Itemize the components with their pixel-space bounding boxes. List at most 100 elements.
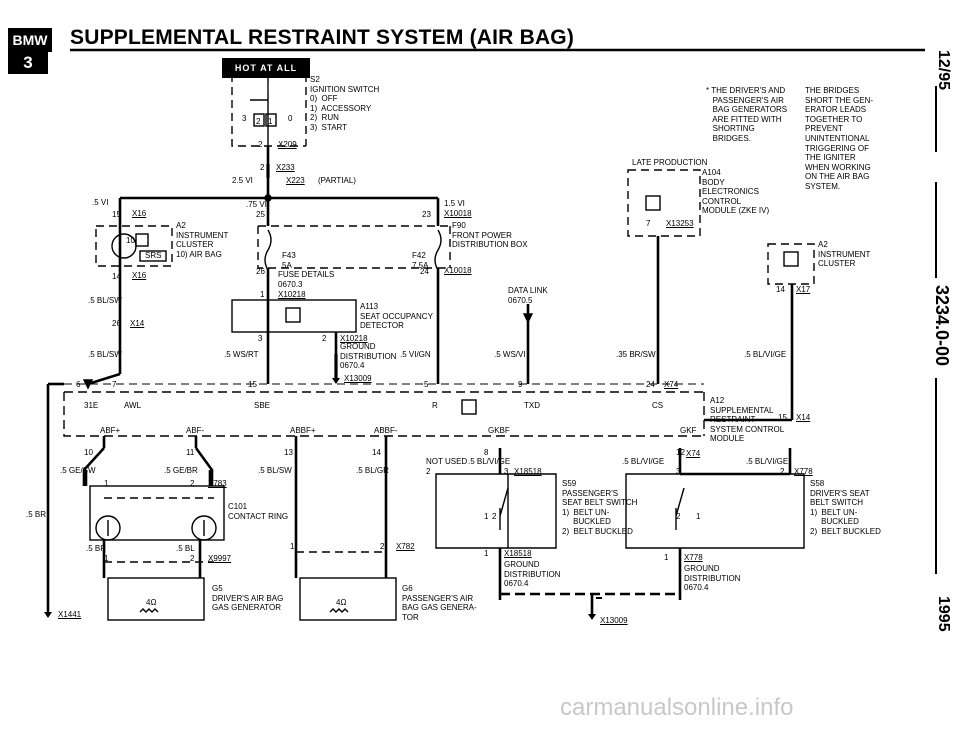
pin-number: 24 bbox=[646, 380, 655, 389]
pin-number: 11 bbox=[186, 448, 195, 457]
pin-number: 3 bbox=[676, 467, 681, 476]
connector-x14-left: X14 bbox=[130, 319, 145, 328]
pin-number: 14 bbox=[776, 285, 785, 294]
wire-5-bl: .5 BL bbox=[176, 544, 195, 553]
pin-number: 26 bbox=[256, 267, 265, 276]
pin-number: 13 bbox=[284, 448, 293, 457]
pin-number: 2 bbox=[676, 512, 681, 521]
bridges-explanation-note: THE BRIDGES SHORT THE GEN- ERATOR LEADS … bbox=[805, 86, 874, 191]
pin-awl: AWL bbox=[124, 401, 142, 410]
connector-x778-top: X778 bbox=[794, 467, 813, 476]
pin-number: 2 bbox=[780, 467, 785, 476]
pin-txd: TXD bbox=[524, 401, 540, 410]
wire-5-vi: .5 VI bbox=[92, 198, 109, 207]
watermark: carmanualsonline.info bbox=[560, 694, 794, 721]
a104-body-electronics-label: A104 BODY ELECTRONICS CONTROL MODULE (ZK… bbox=[702, 168, 770, 216]
pin-number: 10 bbox=[84, 448, 93, 457]
wire-5-br-lower: .5 BR bbox=[86, 544, 107, 553]
pin-abbf-plus: ABBF+ bbox=[290, 426, 316, 435]
wire-5-bl-gr: .5 BL/GR bbox=[356, 466, 389, 475]
connector-x16-bottom: X16 bbox=[132, 271, 147, 280]
s59-passenger-belt-switch-label: S59 PASSENGER'S SEAT BELT SWITCH 1) BELT… bbox=[562, 479, 638, 536]
late-production-label: LATE PRODUCTION bbox=[632, 158, 708, 167]
pin-sbe: SBE bbox=[254, 401, 271, 410]
pin-number: 3 bbox=[258, 334, 263, 343]
connector-x10018-top: X10018 bbox=[444, 209, 472, 218]
connector-x9997: X9997 bbox=[208, 554, 232, 563]
connector-x18518-top: X18518 bbox=[514, 467, 542, 476]
connector-x13253: X13253 bbox=[666, 219, 694, 228]
margin-date: 12/95 bbox=[935, 50, 952, 91]
wire-5-vi-gn: .5 VI/GN bbox=[400, 350, 431, 359]
wire-5-bl-sw-upper: .5 BL/SW bbox=[88, 296, 122, 305]
wire-5-bl-vi-ge-top: .5 BL/VI/GE bbox=[744, 350, 787, 359]
pin-number: 5 bbox=[424, 380, 429, 389]
wire-5-ws-rt: .5 WS/RT bbox=[224, 350, 259, 359]
pin-number: 2 bbox=[190, 479, 195, 488]
bmw-logo-text: BMW bbox=[8, 28, 52, 52]
pin-number: 2 bbox=[380, 542, 385, 551]
wire-5-bl-vi-ge-s58: .5 BL/VI/GE bbox=[622, 457, 665, 466]
ground-distribution-s58-label: GROUND DISTRIBUTION 0670.4 bbox=[684, 564, 741, 593]
wire-75-vi: .75 VI bbox=[246, 200, 267, 209]
pin-number: 7 bbox=[646, 219, 651, 228]
pin-number: 23 bbox=[422, 210, 431, 219]
c101-contact-ring-label: C101 CONTACT RING bbox=[228, 502, 289, 521]
pin-number: 12 bbox=[676, 448, 685, 457]
s2-ignition-switch-label: S2 IGNITION SWITCH 0) OFF 1) ACCESSORY 2… bbox=[310, 75, 380, 132]
wire-5-ws-vi: .5 WS/VI bbox=[494, 350, 526, 359]
connector-x783: X783 bbox=[208, 479, 227, 488]
connector-x209: X209 bbox=[278, 140, 297, 149]
wire-5-bl-sw-g6: .5 BL/SW bbox=[258, 466, 292, 475]
pin-cs: CS bbox=[652, 401, 664, 410]
connector-x74-bottom: X74 bbox=[686, 449, 701, 458]
pin-abbf-minus: ABBF- bbox=[374, 426, 398, 435]
wire-1-5-vi: 1.5 VI bbox=[444, 199, 465, 208]
fuse-details-label: FUSE DETAILS 0670.3 bbox=[278, 270, 335, 289]
switch-position-2: 2 bbox=[256, 117, 261, 126]
connector-x16-top: X16 bbox=[132, 209, 147, 218]
connector-x10218-top: X10218 bbox=[278, 290, 306, 299]
pin-number: 6 bbox=[76, 380, 81, 389]
a2-instrument-cluster-label: A2 INSTRUMENT CLUSTER 10) AIR BAG bbox=[176, 221, 229, 259]
pin-number: 7 bbox=[112, 380, 117, 389]
series-badge: 3 bbox=[8, 52, 48, 74]
pin-abf-minus: ABF- bbox=[186, 426, 205, 435]
f90-power-distribution-label: F90 FRONT POWER DISTRIBUTION BOX bbox=[452, 221, 528, 250]
connector-x782: X782 bbox=[396, 542, 415, 551]
partial-label: (PARTIAL) bbox=[318, 176, 356, 185]
g6-passenger-airbag-label: G6 PASSENGER'S AIR BAG GAS GENERA- TOR bbox=[402, 584, 477, 622]
wire-5-bl-sw-lower: .5 BL/SW bbox=[88, 350, 122, 359]
pin-number: 26 bbox=[112, 319, 121, 328]
pin-number: 1 bbox=[290, 542, 295, 551]
switch-position-0: 0 bbox=[288, 114, 293, 123]
pin-number: 1 bbox=[484, 549, 489, 558]
wire-5-bl-vi-ge-right: .5 BL/VI/GE bbox=[746, 457, 789, 466]
connector-x1441: X1441 bbox=[58, 610, 82, 619]
switch-position-3: 3 bbox=[242, 114, 247, 123]
pin-number: 15 bbox=[248, 380, 257, 389]
connector-x74-top: X74 bbox=[664, 380, 679, 389]
not-used-label: NOT USED bbox=[426, 457, 468, 466]
connector-x14-right: X14 bbox=[796, 413, 811, 422]
pin-number: 2 bbox=[190, 554, 195, 563]
wire-5-bl-vi-ge-s59: .5 BL/VI/GE bbox=[468, 457, 511, 466]
pin-number: 15 bbox=[112, 210, 121, 219]
margin-doc-number: 3234.0-00 bbox=[932, 285, 952, 367]
pin-number: 1 bbox=[260, 290, 265, 299]
pin-number: 2 bbox=[322, 334, 327, 343]
pin-number: 2 bbox=[492, 512, 497, 521]
wire-2-5-vi: 2.5 VI bbox=[232, 176, 253, 185]
connector-x18518-bottom: X18518 bbox=[504, 549, 532, 558]
switch-position-1: 1 bbox=[268, 117, 273, 126]
pin-number: 1 bbox=[664, 553, 669, 562]
bmw-logo: BMW 3 bbox=[8, 28, 66, 76]
connector-x10018-bottom: X10018 bbox=[444, 266, 472, 275]
pin-gkbf: GKBF bbox=[488, 426, 510, 435]
pin-number: 14 bbox=[372, 448, 381, 457]
connector-x223: X223 bbox=[286, 176, 305, 185]
pin-number: 2 bbox=[426, 467, 431, 476]
connector-x778-bottom: X778 bbox=[684, 553, 703, 562]
page-title: SUPPLEMENTAL RESTRAINT SYSTEM (AIR BAG) bbox=[70, 26, 575, 49]
